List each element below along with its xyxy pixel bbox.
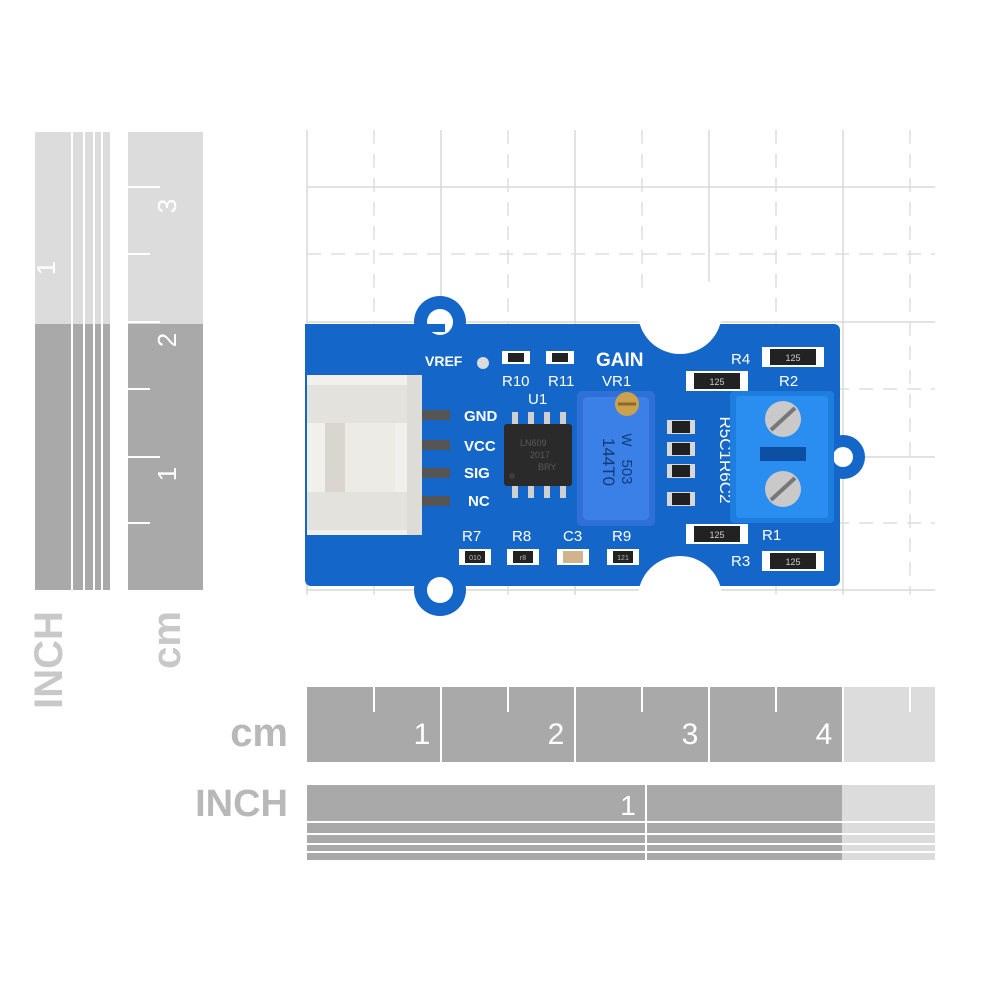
chip-marking-line2: 2017 xyxy=(530,450,550,460)
horizontal-cm-unit-label: cm xyxy=(230,711,288,755)
horizontal-cm-number-2: 2 xyxy=(548,718,565,751)
vertical-cm-number-2: 2 xyxy=(152,333,182,347)
silk-label-c3: C3 xyxy=(563,528,582,545)
silk-label-gain: GAIN xyxy=(596,350,644,371)
screw-terminal-block[interactable] xyxy=(730,391,834,523)
smd-resistor-r1: 125 xyxy=(686,524,748,544)
silk-label-vref: VREF xyxy=(425,353,463,369)
resistor-code-r4: 125 xyxy=(785,353,800,363)
vertical-cm-unit-label: cm xyxy=(145,611,189,669)
silk-label-r11: R11 xyxy=(548,373,574,390)
silk-label-vr1: VR1 xyxy=(602,373,631,390)
chip-marking-line3: BRY xyxy=(538,462,556,472)
horizontal-cm-number-1: 1 xyxy=(414,718,431,751)
pin-label-gnd: GND xyxy=(464,408,498,425)
vertical-inch-ruler: 1 INCH xyxy=(27,132,110,709)
silk-label-r3: R3 xyxy=(731,553,750,570)
silk-label-r2: R2 xyxy=(779,373,798,390)
silk-label-r7: R7 xyxy=(462,528,481,545)
vertical-cm-ruler: 3 2 1 cm xyxy=(128,132,203,669)
vref-test-pad xyxy=(477,357,489,369)
horizontal-inch-unit-label: INCH xyxy=(195,783,288,825)
ic-chip-u1: LN609 2017 BRY xyxy=(504,412,572,498)
smd-resistor-r11 xyxy=(546,351,574,364)
smd-resistor-r3: 125 xyxy=(762,551,824,571)
smd-resistor-r10 xyxy=(502,351,530,364)
smd-resistor-r8: r8 xyxy=(507,549,539,565)
silk-label-r1: R1 xyxy=(762,527,781,544)
silk-label-r9: R9 xyxy=(612,528,631,545)
mounting-hole xyxy=(427,577,453,603)
horizontal-cm-ruler: 1 2 3 4 cm xyxy=(230,687,935,762)
smd-resistor-r2: 125 xyxy=(686,371,748,391)
smd-resistor-r9: 121 xyxy=(607,549,639,565)
resistor-code-r9: 121 xyxy=(617,555,629,562)
horizontal-cm-number-3: 3 xyxy=(682,718,699,751)
pot-marking-line3: 503 xyxy=(618,459,635,484)
pin-label-vcc: VCC xyxy=(464,438,496,455)
silk-label-u1: U1 xyxy=(528,391,547,408)
measurement-grid xyxy=(306,130,935,595)
resistor-code-r3: 125 xyxy=(785,557,800,567)
smd-resistor-column xyxy=(667,420,695,506)
pin-label-sig: SIG xyxy=(464,465,490,482)
grove-connector xyxy=(307,375,450,535)
pot-marking-line1: 144T0 xyxy=(599,438,618,486)
resistor-code-r1: 125 xyxy=(709,530,724,540)
resistor-code-r8: r8 xyxy=(520,555,526,562)
silk-label-r8: R8 xyxy=(512,528,531,545)
pot-marking-line2: W xyxy=(619,433,635,447)
smd-resistor-r4: 125 xyxy=(762,347,824,367)
silk-label-r10: R10 xyxy=(502,373,530,390)
vertical-cm-number-3: 3 xyxy=(152,199,182,213)
vertical-inch-unit-label: INCH xyxy=(27,611,71,709)
resistor-code-r2: 125 xyxy=(709,377,724,387)
horizontal-inch-number: 1 xyxy=(620,790,636,821)
vertical-cm-number-1: 1 xyxy=(152,467,182,481)
horizontal-inch-ruler: 1 INCH xyxy=(195,783,935,860)
chip-marking-line1: LN609 xyxy=(520,438,547,448)
resistor-code-r7: 010 xyxy=(469,555,481,562)
smd-capacitor-c3 xyxy=(557,549,589,565)
pin-label-nc: NC xyxy=(468,493,490,510)
smd-resistor-r7: 010 xyxy=(459,549,491,565)
horizontal-cm-number-4: 4 xyxy=(816,718,833,751)
vertical-inch-number: 1 xyxy=(31,261,61,275)
silk-label-r4: R4 xyxy=(731,351,750,368)
mounting-hole xyxy=(833,447,853,467)
gain-potentiometer[interactable]: 144T0 W 503 xyxy=(577,391,655,526)
